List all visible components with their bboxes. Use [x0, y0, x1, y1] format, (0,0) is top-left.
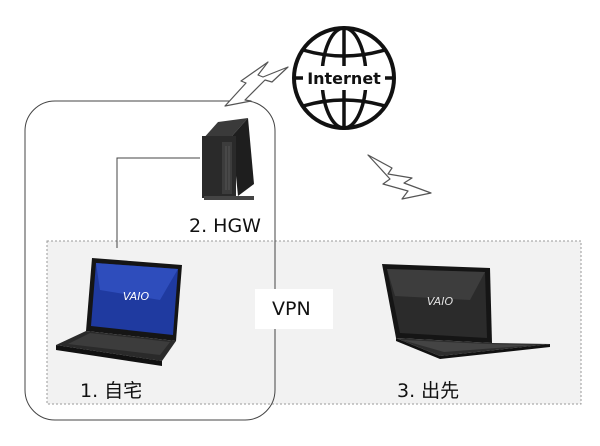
globe-label: Internet — [307, 69, 381, 88]
lightning-upper-icon — [224, 61, 289, 107]
home-laptop-logo: VAIO — [123, 290, 150, 303]
vpn-label: VPN — [272, 298, 311, 320]
hgw-router-icon — [202, 118, 254, 200]
vpn-label-box — [255, 289, 333, 329]
lightning-lower-icon — [367, 154, 432, 200]
hgw-label: 2. HGW — [189, 215, 261, 237]
home-label: 1. 自宅 — [80, 380, 143, 402]
home-laptop-icon: VAIO — [56, 258, 182, 366]
internet-globe-icon: Internet — [292, 26, 396, 130]
remote-laptop-icon: VAIO — [382, 264, 550, 359]
remote-laptop-logo: VAIO — [427, 295, 454, 308]
hgw-laptop-cable — [116, 157, 200, 248]
home-boundary — [24, 100, 276, 421]
remote-label: 3. 出先 — [397, 380, 460, 402]
